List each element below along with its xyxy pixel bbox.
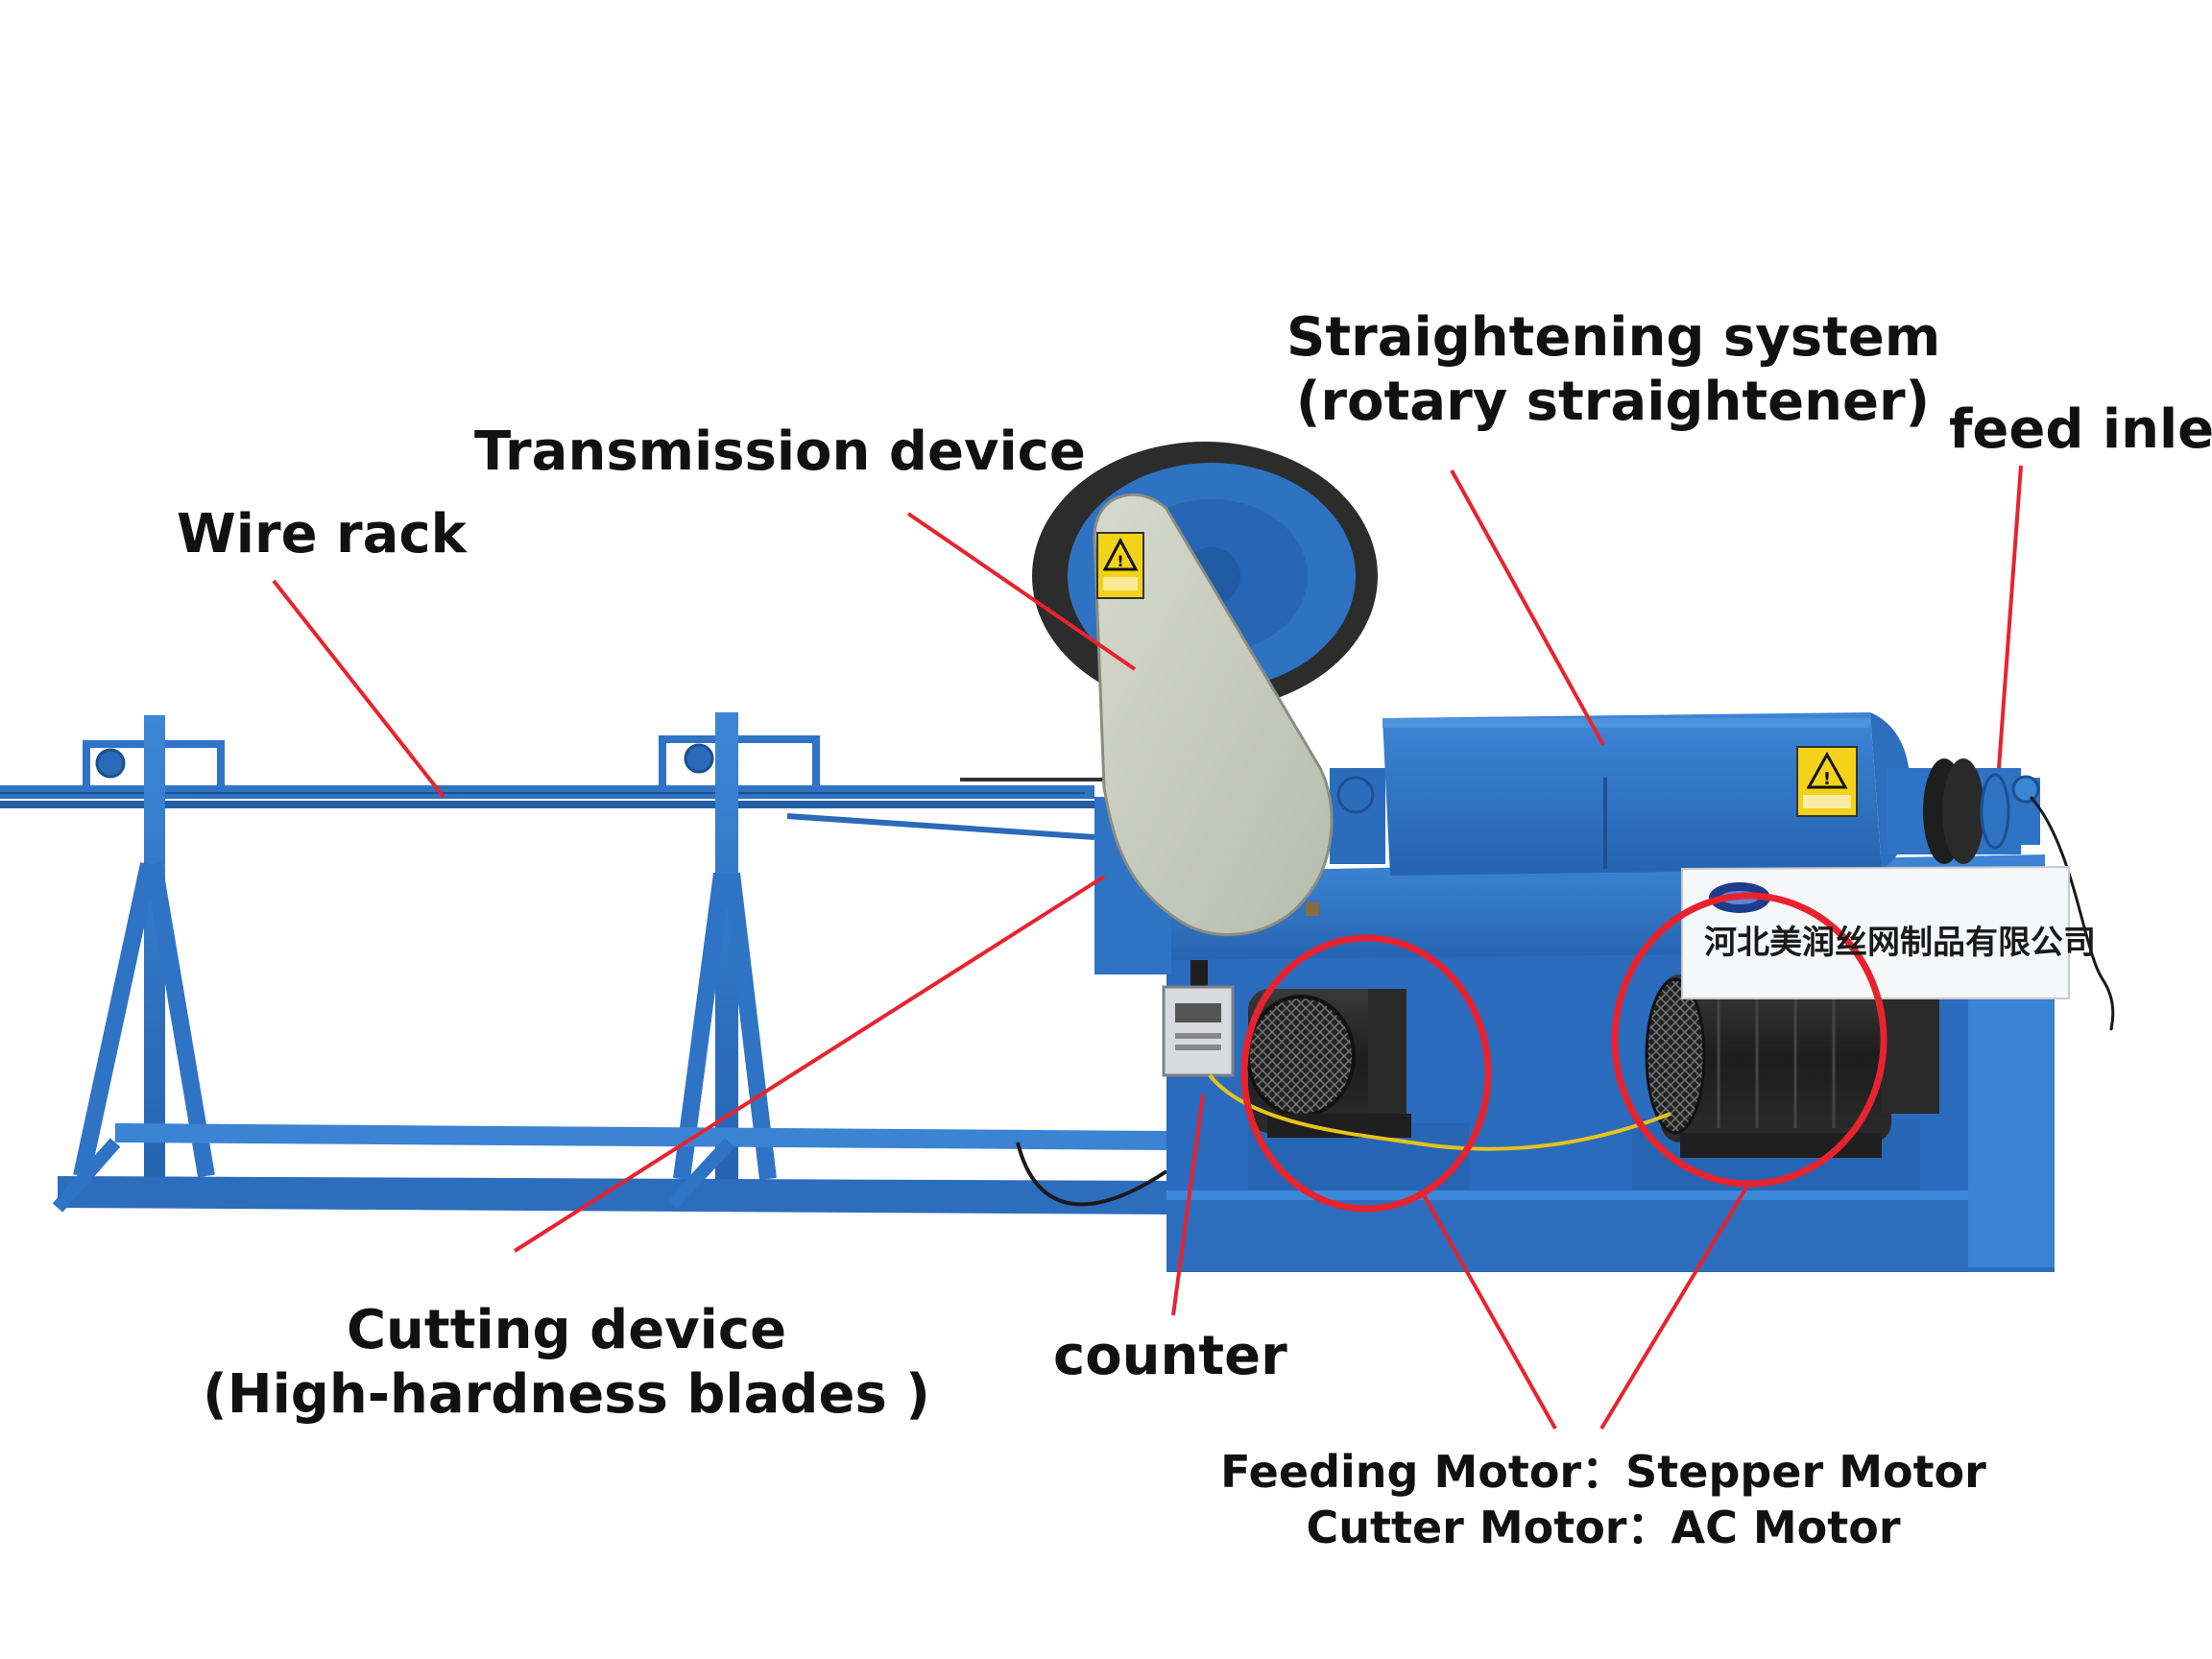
label-feeding-motor: Feeding Motor：Stepper Motor — [1220, 1446, 1986, 1498]
counter-box — [1162, 960, 1235, 1077]
label-cutting-device: Cutting device (High-hardness blades ) — [192, 1298, 941, 1427]
wire-rack — [0, 712, 1171, 1214]
callout-line-transmission — [906, 512, 1137, 671]
feed-inlet-assembly — [1887, 758, 2115, 1031]
label-straightening-system: Straightening system (rotary straightene… — [1286, 305, 1941, 434]
svg-text:!: ! — [1117, 552, 1123, 570]
svg-text:!: ! — [1823, 769, 1831, 789]
label-straightening-line1: Straightening system — [1286, 306, 1941, 369]
label-motors: Feeding Motor：Stepper Motor Cutter Motor… — [1219, 1445, 1987, 1555]
cutter-motor-highlight-circle — [1611, 892, 1887, 1188]
callout-line-feed-inlet — [1997, 465, 2023, 769]
cutter-motor — [1645, 974, 1939, 1158]
callout-line-cutter-motor — [1599, 1181, 1751, 1431]
label-cutter-motor: Cutter Motor：AC Motor — [1306, 1501, 1901, 1553]
feeding-motor-highlight-circle — [1240, 934, 1492, 1213]
label-counter: counter — [1053, 1325, 1287, 1387]
transmission-assembly: ! — [1032, 442, 1378, 974]
label-transmission-device: Transmission device — [474, 421, 1086, 483]
callout-line-straightening — [1450, 469, 1605, 746]
callout-line-feeding-motor — [1421, 1192, 1557, 1430]
callout-lines — [272, 465, 2023, 1431]
label-feed-inlet: feed inlet — [1949, 398, 2212, 461]
label-cutting-line2: (High-hardness blades ) — [203, 1363, 930, 1427]
callout-line-wire-rack — [272, 579, 445, 799]
label-straightening-line2: (rotary straightener) — [1295, 371, 1931, 434]
label-cutting-line1: Cutting device — [346, 1299, 787, 1361]
label-wire-rack: Wire rack — [177, 503, 467, 565]
callout-line-counter — [1171, 1094, 1205, 1316]
nameplate-company-name: 河北美润丝网制品有限公司 — [1704, 924, 2096, 962]
callout-line-cutting — [513, 875, 1106, 1253]
straightening-box: ! — [1330, 712, 1911, 876]
